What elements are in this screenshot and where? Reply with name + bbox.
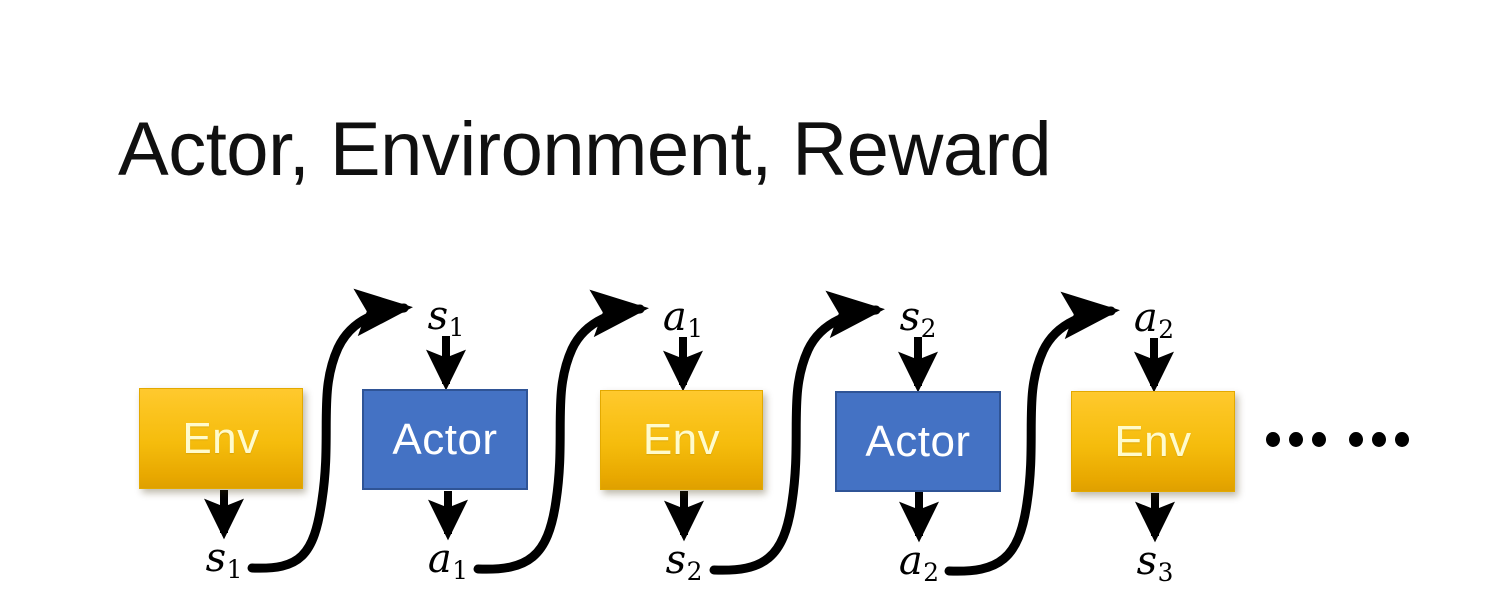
ellipsis-indicator [1266,424,1409,454]
node-label: Actor [392,414,498,464]
output-label-out-2: a1 [428,539,468,584]
symbol: a [898,538,923,584]
ellipsis-dot [1312,431,1326,447]
symbol: s [205,535,227,581]
ellipsis-gap [1335,439,1340,440]
node-label: Env [182,413,260,463]
ellipsis-dot [1395,431,1409,447]
node-actor-2[interactable]: Actor [835,391,1001,492]
node-env-3[interactable]: Env [1071,391,1235,492]
subscript: 1 [452,556,469,586]
input-label-in-1: s1 [428,296,465,341]
node-label: Env [1114,416,1192,466]
output-label-out-5: s3 [1137,541,1174,586]
input-label-in-4: a2 [1134,298,1174,343]
subscript: 2 [923,558,940,588]
input-label-in-3: s2 [900,297,937,342]
output-label-out-1: s1 [206,538,243,583]
node-label: Env [642,415,721,464]
subscript: 3 [1157,558,1174,588]
ellipsis-dot [1266,431,1280,447]
symbol: a [427,536,452,582]
ellipsis-dot [1372,431,1386,447]
symbol: s [1136,538,1158,584]
symbol: s [427,293,449,339]
subscript: 2 [920,314,937,344]
subscript: 1 [226,555,243,585]
input-label-in-2: a1 [663,297,703,342]
input-arrows [426,336,1175,393]
node-label: Actor [865,416,971,466]
subscript: 1 [687,314,704,344]
node-env-2[interactable]: Env [600,390,763,490]
output-label-out-3: s2 [666,540,703,585]
symbol: a [662,294,687,340]
node-env-1[interactable]: Env [139,388,303,489]
symbol: s [665,537,687,583]
subscript: 2 [686,557,703,587]
ellipsis-dot [1289,431,1303,447]
output-arrows [204,490,1176,543]
subscript: 1 [448,313,465,343]
page-title: Actor, Environment, Reward [118,107,1052,192]
ellipsis-dot [1349,431,1363,447]
subscript: 2 [1158,315,1175,345]
node-actor-1[interactable]: Actor [362,389,528,490]
symbol: a [1133,295,1158,341]
symbol: s [899,294,921,340]
output-label-out-4: a2 [899,541,939,586]
